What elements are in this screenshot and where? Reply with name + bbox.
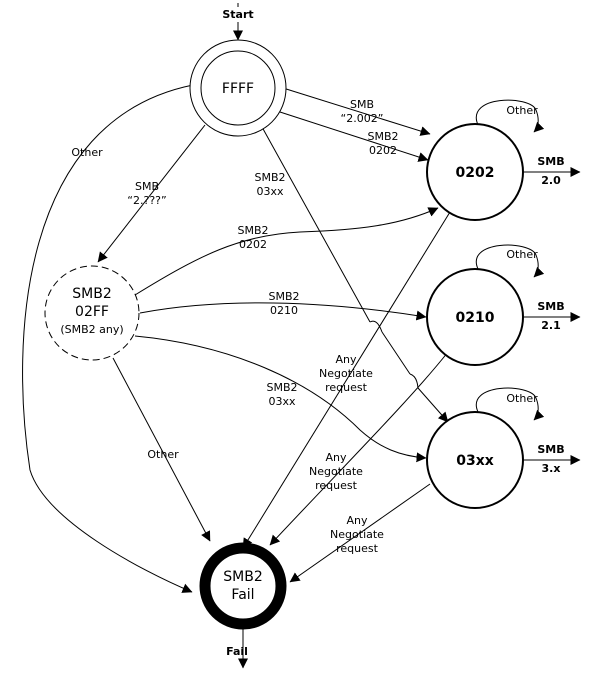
node-smb2-02ff-line1: SMB2 [72,286,111,302]
output-smb3x-line2: 3.x [542,462,561,475]
label-02ff-0210-1: SMB2 [268,290,299,303]
node-ffff-label: FFFF [222,81,254,97]
label-03xx-fail-1: Any [346,514,367,527]
label-02ff-03xx-1: SMB2 [266,381,297,394]
node-ffff-inner [200,50,276,126]
nodes: FFFF 0202 0210 03xx SMB2 02FF (SMB2 any)… [44,39,524,630]
label-0202-fail-2: Negotiate [319,367,373,380]
labels: Start Fail SMB “2.002” SMB2 0202 SMB2 03… [71,8,564,658]
label-ffff-03xx-2: 03xx [256,185,284,198]
edge-03xx-to-fail [289,483,431,583]
edge-0210-to-fail [269,351,449,546]
node-0210-label: 0210 [456,310,495,326]
output-smb21-line2: 2.1 [541,319,561,332]
label-ffff-02ff-2: “2.???” [127,194,166,207]
label-ffff-0202-smb-1: SMB [350,98,374,111]
output-smb20-line2: 2.0 [541,174,561,187]
label-03xx-fail-2: Negotiate [330,528,384,541]
label-ffff-0202-smb2-2: 0202 [369,144,397,157]
edge-02ff-to-0202 [134,207,439,296]
edge-0202-to-fail [242,211,451,549]
label-0210-fail-2: Negotiate [309,465,363,478]
label-02ff-0210-2: 0210 [270,304,298,317]
label-02ff-fail: Other [147,448,179,461]
node-smb2-fail-line1: SMB2 [223,569,262,585]
label-ffff-03xx-1: SMB2 [254,171,285,184]
edge-ffff-to-0202-smb2 [279,111,429,162]
label-03xx-fail-3: request [336,542,379,555]
node-03xx [426,411,524,509]
output-smb3x-line1: SMB [537,443,564,456]
label-02ff-0202-2: 0202 [239,238,267,251]
node-0210 [426,268,524,366]
node-smb2-fail-line2: Fail [231,587,254,603]
label-loop-03xx: Other [506,392,538,405]
edges [22,3,581,669]
label-0210-fail-3: request [315,479,358,492]
node-smb2-02ff-line2: 02FF [75,304,109,320]
edge-ffff-to-03xx [261,126,448,422]
node-03xx-label: 03xx [456,453,494,469]
output-smb21-line1: SMB [537,300,564,313]
label-0202-fail-1: Any [335,353,356,366]
label-ffff-02ff-1: SMB [135,180,159,193]
label-ffff-0202-smb-2: “2.002” [341,112,384,125]
label-loop-0210: Other [506,248,538,261]
label-loop-0202: Other [506,104,538,117]
edge-ffff-to-0202-smb [282,87,431,136]
edge-02ff-to-03xx [134,335,427,463]
loop-0210 [475,244,545,278]
label-ffff-0202-smb2-1: SMB2 [367,130,398,143]
node-smb2-02ff-line3: (SMB2 any) [60,323,123,336]
terminal-start-label: Start [222,8,253,21]
label-02ff-03xx-2: 03xx [268,395,296,408]
label-0202-fail-3: request [325,381,368,394]
loop-0202 [475,99,545,133]
edge-ffff-to-02ff [97,124,206,263]
terminal-fail-label: Fail [226,645,248,658]
loop-03xx [475,387,545,421]
label-0210-fail-1: Any [325,451,346,464]
node-0202-label: 0202 [456,165,495,181]
label-ffff-fail: Other [71,146,103,159]
edge-ffff-to-fail [22,84,194,593]
edge-ffff-to-03xx-hop2 [409,373,419,389]
edge-02ff-to-fail [112,357,211,542]
label-02ff-0202-1: SMB2 [237,224,268,237]
edge-ffff-to-03xx-hop1 [369,320,383,333]
node-smb2-02ff [44,265,140,361]
node-0202 [426,123,524,221]
edge-02ff-to-0210 [139,302,427,321]
node-smb2-fail [199,542,287,630]
output-smb20-line1: SMB [537,155,564,168]
